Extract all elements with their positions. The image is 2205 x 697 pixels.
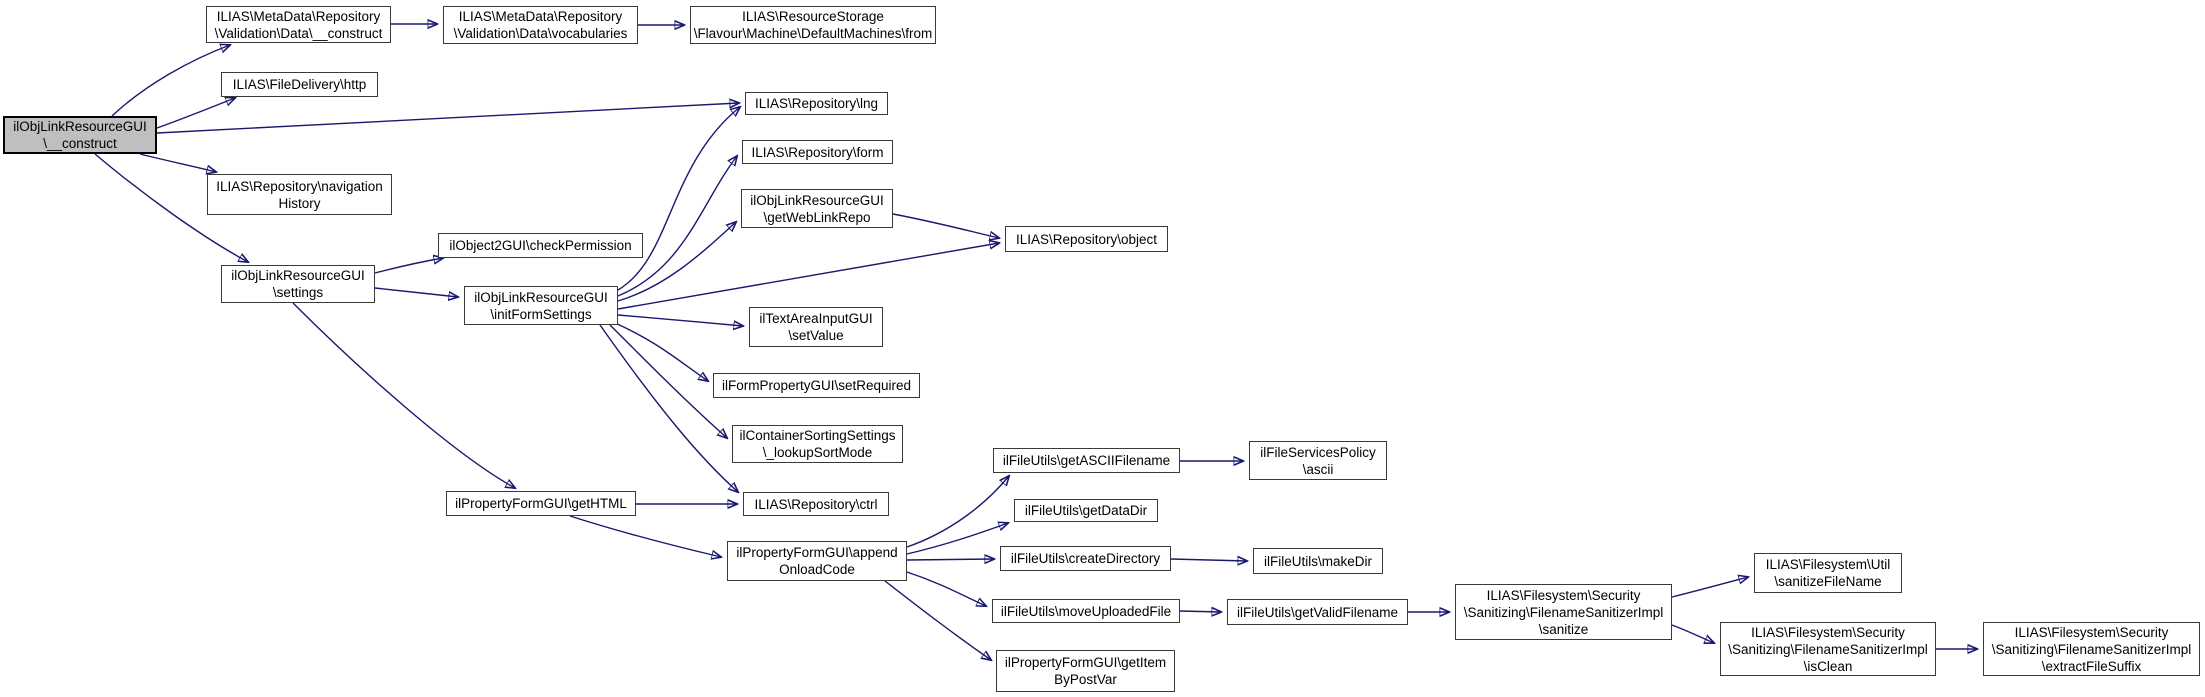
- edge-main-to-filedelivery-http: [156, 98, 235, 129]
- node-repository-object[interactable]: ILIAS\Repository\object: [1005, 226, 1168, 252]
- node-make-dir[interactable]: ilFileUtils\makeDir: [1253, 548, 1383, 574]
- node-get-html[interactable]: ilPropertyFormGUI\getHTML: [446, 491, 636, 516]
- node-is-clean[interactable]: ILIAS\Filesystem\Security \Sanitizing\Fi…: [1720, 622, 1936, 676]
- node-navigation-history[interactable]: ILIAS\Repository\navigation History: [207, 174, 392, 215]
- edge-settings-to-check-permission: [374, 258, 443, 274]
- node-move-uploaded-file[interactable]: ilFileUtils\moveUploadedFile: [992, 599, 1180, 623]
- node-filedelivery-http[interactable]: ILIAS\FileDelivery\http: [221, 72, 378, 97]
- edge-main-to-navigation-history: [139, 153, 216, 172]
- edge-init-form-settings-to-repository-object: [617, 243, 999, 310]
- node-repository-lng[interactable]: ILIAS\Repository\lng: [745, 92, 888, 115]
- edge-get-web-link-repo-to-repository-object: [892, 213, 999, 238]
- edge-sanitize-to-is-clean: [1671, 624, 1714, 643]
- edge-get-html-to-append-onload-code: [569, 515, 721, 557]
- node-init-form-settings[interactable]: ilObjLinkResourceGUI \initFormSettings: [464, 286, 618, 325]
- edge-append-onload-code-to-get-data-dir: [906, 523, 1008, 555]
- edge-init-form-settings-to-set-required: [614, 322, 708, 381]
- edge-append-onload-code-to-get-item-by-post-var: [884, 580, 991, 660]
- edge-settings-to-init-form-settings: [374, 287, 458, 297]
- node-extract-file-suffix[interactable]: ILIAS\Filesystem\Security \Sanitizing\Fi…: [1983, 622, 2200, 676]
- edge-settings-to-get-html: [292, 302, 515, 488]
- edge-init-form-settings-to-repository-lng: [617, 107, 740, 291]
- edge-main-to-settings: [94, 153, 248, 262]
- node-create-directory[interactable]: ilFileUtils\createDirectory: [1000, 546, 1171, 571]
- node-textarea-set-value[interactable]: ilTextAreaInputGUI \setValue: [749, 307, 883, 347]
- node-lookup-sort-mode[interactable]: ilContainerSortingSettings \_lookupSortM…: [732, 425, 903, 463]
- node-file-services-policy-ascii[interactable]: ilFileServicesPolicy \ascii: [1249, 441, 1387, 480]
- edge-init-form-settings-to-repository-form: [617, 156, 737, 297]
- node-sanitize-file-name[interactable]: ILIAS\Filesystem\Util \sanitizeFileName: [1754, 553, 1902, 593]
- node-get-item-by-post-var[interactable]: ilPropertyFormGUI\getItem ByPostVar: [996, 650, 1175, 692]
- node-main[interactable]: ilObjLinkResourceGUI \__construct: [3, 116, 157, 154]
- node-sanitize[interactable]: ILIAS\Filesystem\Security \Sanitizing\Fi…: [1455, 584, 1672, 640]
- node-set-required[interactable]: ilFormPropertyGUI\setRequired: [713, 373, 920, 398]
- edge-append-onload-code-to-move-uploaded-file: [906, 571, 986, 606]
- edge-append-onload-code-to-create-directory: [906, 559, 994, 560]
- edge-sanitize-to-sanitize-file-name: [1671, 577, 1748, 598]
- node-repository-form[interactable]: ILIAS\Repository\form: [742, 140, 893, 164]
- edge-init-form-settings-to-repository-ctrl: [599, 324, 738, 492]
- edge-move-uploaded-file-to-get-valid-filename: [1179, 611, 1221, 612]
- node-metadata-construct[interactable]: ILIAS\MetaData\Repository \Validation\Da…: [206, 6, 391, 43]
- node-check-permission[interactable]: ilObject2GUI\checkPermission: [438, 233, 643, 258]
- node-settings[interactable]: ilObjLinkResourceGUI \settings: [221, 265, 375, 303]
- edge-init-form-settings-to-textarea-set-value: [617, 314, 743, 326]
- edge-main-to-metadata-construct: [111, 45, 230, 117]
- node-resourcestorage-from[interactable]: ILIAS\ResourceStorage \Flavour\Machine\D…: [690, 6, 936, 44]
- edge-main-to-repository-lng: [156, 103, 739, 134]
- edge-init-form-settings-to-lookup-sort-mode: [609, 324, 727, 438]
- edge-append-onload-code-to-get-ascii-filename: [906, 476, 1009, 548]
- node-get-data-dir[interactable]: ilFileUtils\getDataDir: [1014, 499, 1158, 522]
- node-get-valid-filename[interactable]: ilFileUtils\getValidFilename: [1227, 599, 1408, 625]
- node-append-onload-code[interactable]: ilPropertyFormGUI\append OnloadCode: [727, 541, 907, 581]
- node-repository-ctrl[interactable]: ILIAS\Repository\ctrl: [743, 492, 889, 516]
- node-get-ascii-filename[interactable]: ilFileUtils\getASCIIFilename: [993, 448, 1180, 473]
- edge-init-form-settings-to-get-web-link-repo: [617, 222, 736, 302]
- edge-create-directory-to-make-dir: [1170, 559, 1247, 561]
- node-get-web-link-repo[interactable]: ilObjLinkResourceGUI \getWebLinkRepo: [741, 189, 893, 228]
- node-metadata-vocabularies[interactable]: ILIAS\MetaData\Repository \Validation\Da…: [443, 6, 638, 44]
